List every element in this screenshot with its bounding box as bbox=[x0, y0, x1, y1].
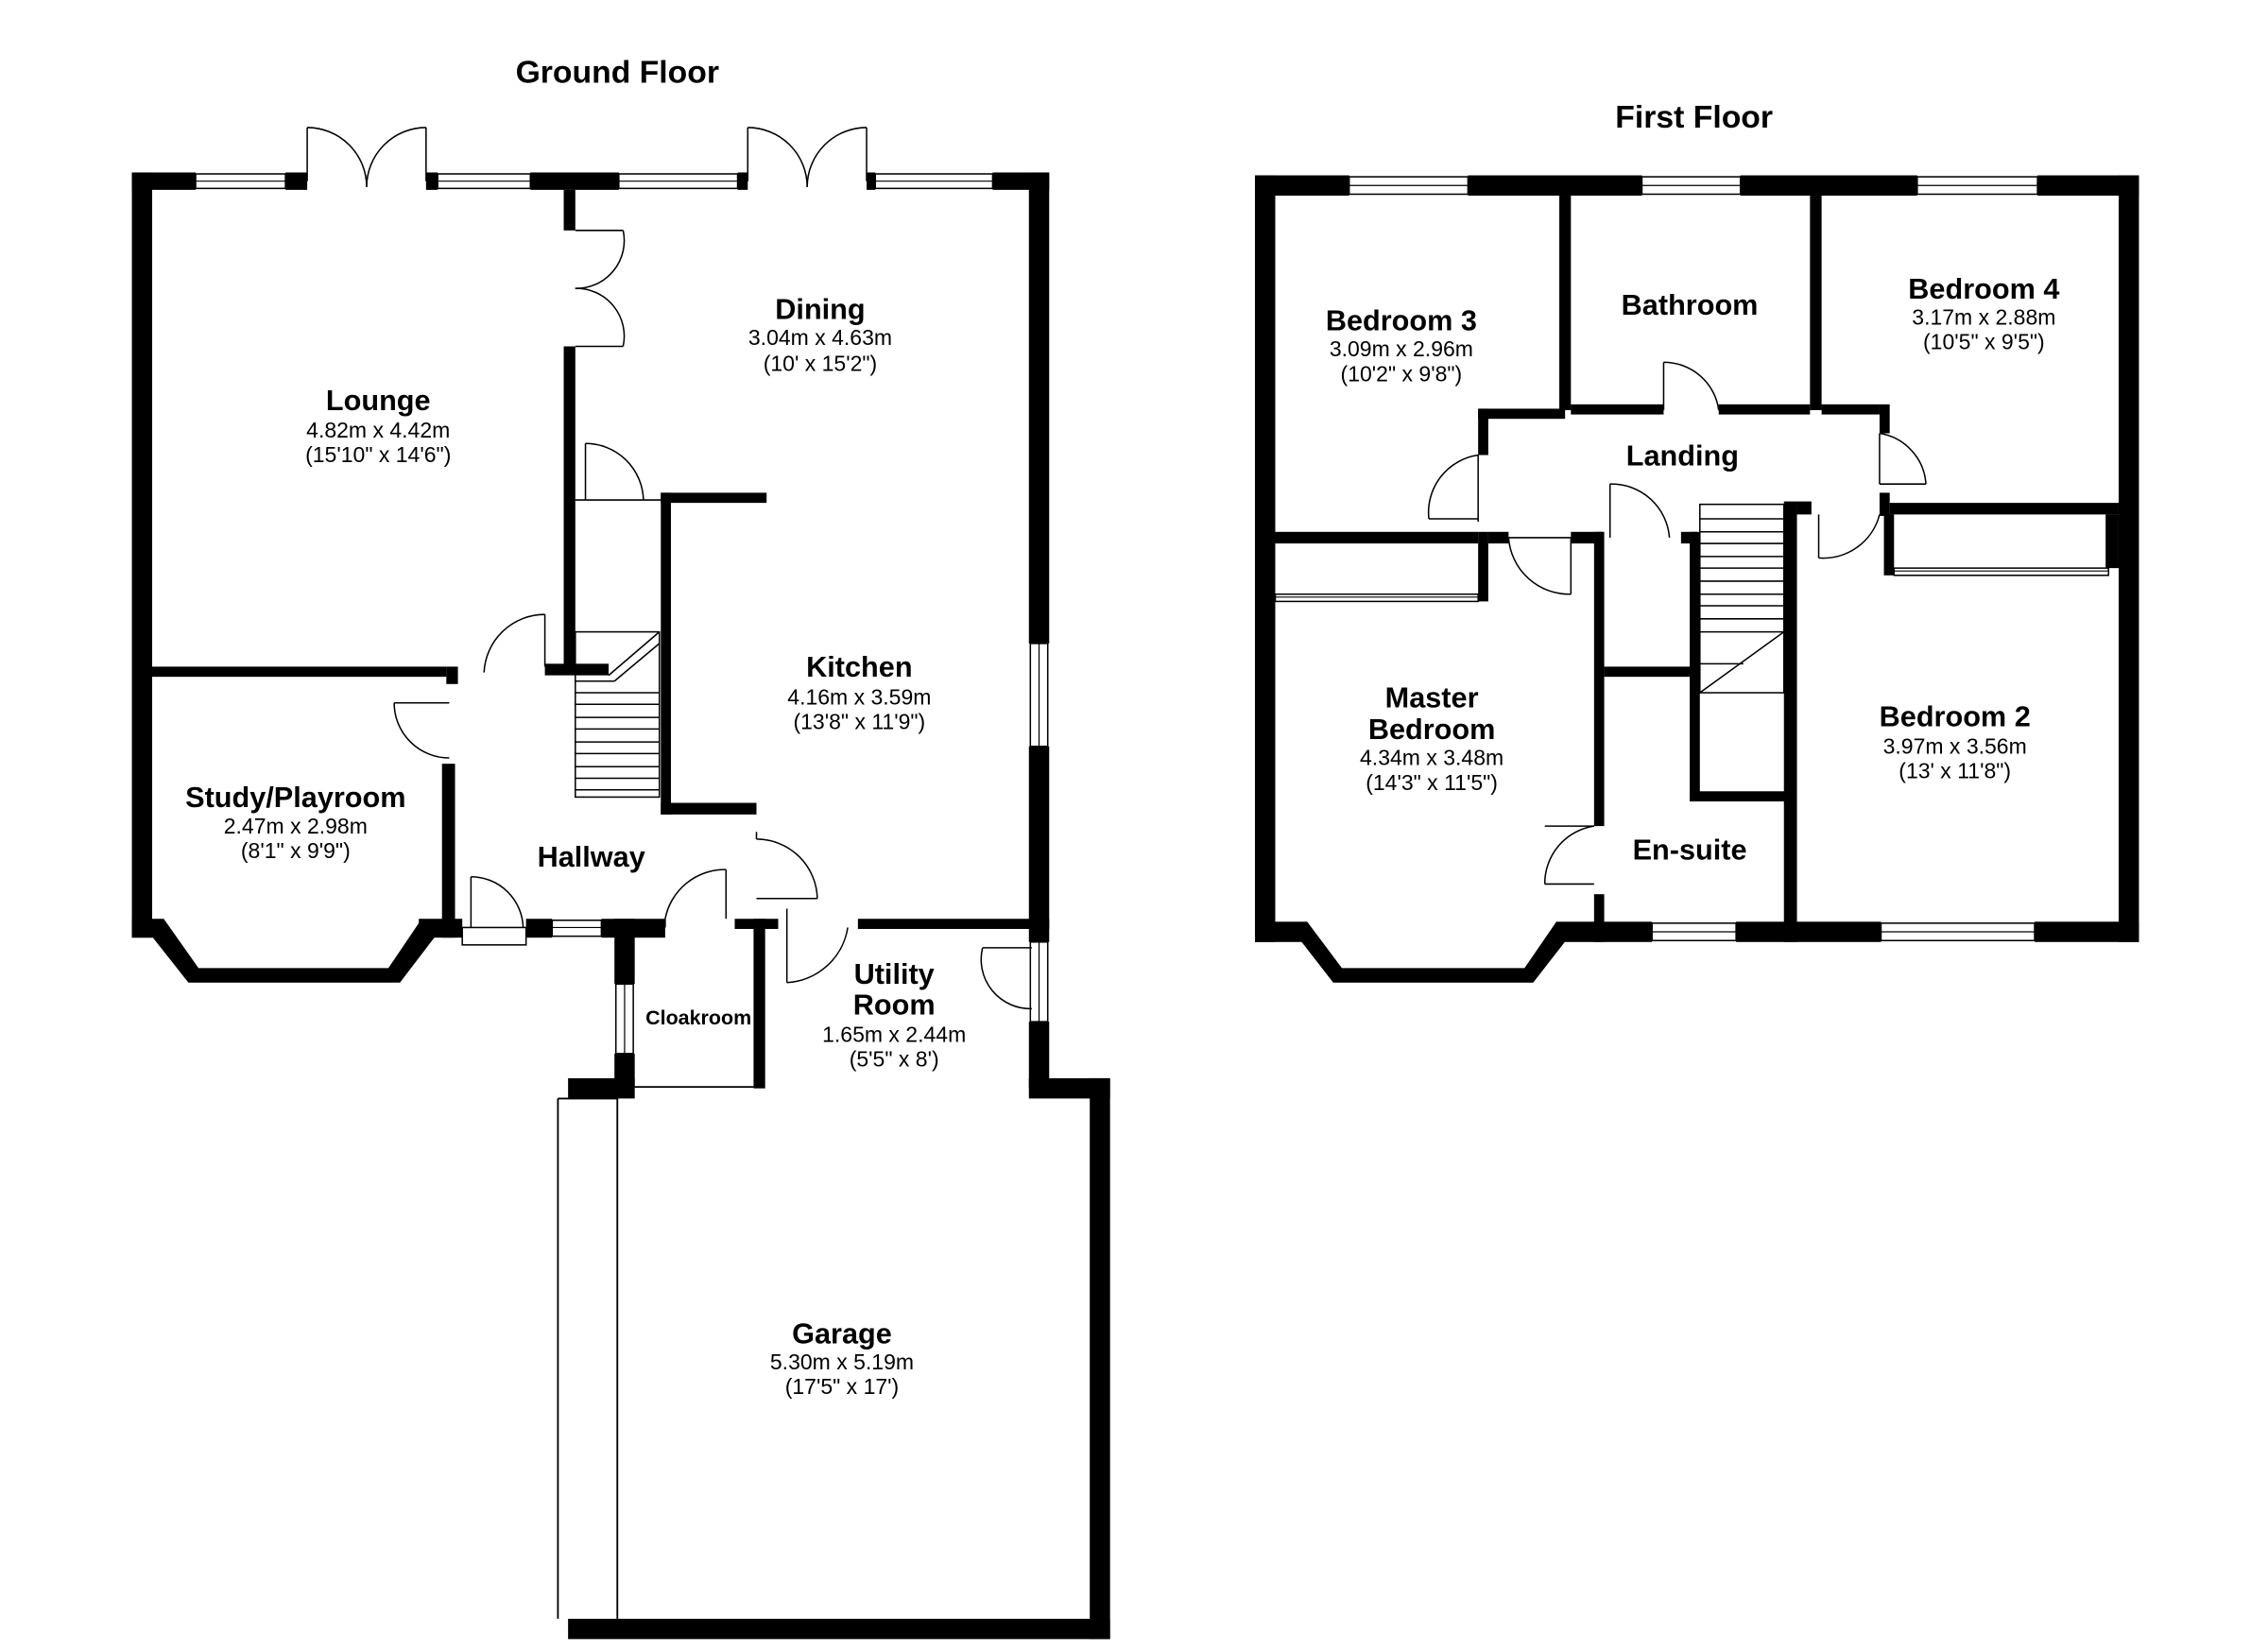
room-lounge: Lounge 4.82m x 4.42m (15'10" x 14'6") bbox=[305, 385, 451, 467]
bedroom2-name: Bedroom 2 bbox=[1880, 700, 2031, 732]
dining-name: Dining bbox=[775, 293, 865, 325]
garage-imperial: (17'5" x 17') bbox=[785, 1374, 900, 1399]
ground-floor-walls bbox=[131, 172, 1110, 1640]
lounge-name: Lounge bbox=[326, 385, 431, 417]
bedroom4-imperial: (10'5" x 9'5") bbox=[1923, 330, 2045, 354]
utility-name-line1: Utility bbox=[854, 958, 935, 990]
room-garage: Garage 5.30m x 5.19m (17'5" x 17') bbox=[770, 1318, 914, 1400]
master-bay-window bbox=[1292, 921, 1574, 983]
utility-metric: 1.65m x 2.44m bbox=[822, 1023, 966, 1047]
ground-floor-windows bbox=[195, 173, 1049, 1055]
hallway-name: Hallway bbox=[538, 841, 645, 873]
landing-name: Landing bbox=[1626, 439, 1739, 472]
room-dining: Dining 3.04m x 4.63m (10' x 15'2") bbox=[748, 293, 892, 375]
wardrobes bbox=[1274, 567, 2110, 603]
room-utility: Utility Room 1.65m x 2.44m (5'5" x 8') bbox=[822, 958, 966, 1071]
master-name-line2: Bedroom bbox=[1368, 714, 1496, 746]
first-floor-plan: First Floor bbox=[1255, 99, 2139, 983]
room-bedroom4: Bedroom 4 3.17m x 2.88m (10'5" x 9'5") bbox=[1908, 273, 2059, 354]
study-bay-window bbox=[145, 919, 442, 983]
kitchen-metric: 4.16m x 3.59m bbox=[787, 684, 931, 709]
first-floor-doors bbox=[1427, 361, 1927, 886]
kitchen-name: Kitchen bbox=[806, 651, 912, 683]
garage-metric: 5.30m x 5.19m bbox=[770, 1350, 914, 1374]
lounge-imperial: (15'10" x 14'6") bbox=[305, 442, 451, 467]
ground-floor-stairs bbox=[575, 630, 661, 799]
room-study: Study/Playroom 2.47m x 2.98m (8'1" x 9'9… bbox=[185, 782, 405, 863]
utility-imperial: (5'5" x 8') bbox=[850, 1047, 939, 1072]
master-imperial: (14'3" x 11'5") bbox=[1366, 770, 1498, 795]
first-floor-walls bbox=[1255, 175, 2139, 942]
bedroom2-metric: 3.97m x 3.56m bbox=[1883, 733, 2027, 758]
study-name: Study/Playroom bbox=[185, 782, 405, 814]
first-floor-stairs bbox=[1699, 503, 1785, 694]
bedroom2-imperial: (13' x 11'8") bbox=[1899, 758, 2011, 783]
ground-floor-doors bbox=[306, 127, 1032, 1010]
master-name-line1: Master bbox=[1385, 681, 1479, 714]
bathroom-name: Bathroom bbox=[1622, 289, 1759, 321]
room-master-bedroom: Master Bedroom 4.34m x 3.48m (14'3" x 11… bbox=[1360, 681, 1503, 794]
cloakroom-name: Cloakroom bbox=[645, 1006, 751, 1029]
room-bedroom2: Bedroom 2 3.97m x 3.56m (13' x 11'8") bbox=[1880, 700, 2031, 783]
first-floor-title: First Floor bbox=[1615, 99, 1773, 135]
lounge-metric: 4.82m x 4.42m bbox=[306, 418, 450, 442]
study-imperial: (8'1" x 9'9") bbox=[241, 838, 351, 863]
ground-floor-title: Ground Floor bbox=[516, 54, 719, 90]
bedroom3-name: Bedroom 3 bbox=[1326, 305, 1477, 337]
dining-metric: 3.04m x 4.63m bbox=[748, 325, 892, 350]
bedroom4-name: Bedroom 4 bbox=[1908, 273, 2059, 305]
room-bedroom3: Bedroom 3 3.09m x 2.96m (10'2" x 9'8") bbox=[1326, 305, 1477, 387]
bedroom3-imperial: (10'2" x 9'8") bbox=[1341, 361, 1463, 386]
ensuite-name: En-suite bbox=[1633, 834, 1747, 866]
utility-name-line2: Room bbox=[853, 989, 936, 1021]
ground-floor-plan: Ground Floor bbox=[131, 54, 1110, 1640]
master-metric: 4.34m x 3.48m bbox=[1360, 746, 1503, 770]
first-floor-windows bbox=[1348, 176, 2038, 942]
bedroom3-metric: 3.09m x 2.96m bbox=[1330, 336, 1473, 361]
study-metric: 2.47m x 2.98m bbox=[224, 814, 368, 838]
room-kitchen: Kitchen 4.16m x 3.59m (13'8" x 11'9") bbox=[787, 651, 931, 733]
dining-imperial: (10' x 15'2") bbox=[764, 352, 878, 376]
kitchen-imperial: (13'8" x 11'9") bbox=[793, 709, 925, 733]
bedroom4-metric: 3.17m x 2.88m bbox=[1912, 305, 2055, 330]
garage-name: Garage bbox=[792, 1318, 892, 1350]
